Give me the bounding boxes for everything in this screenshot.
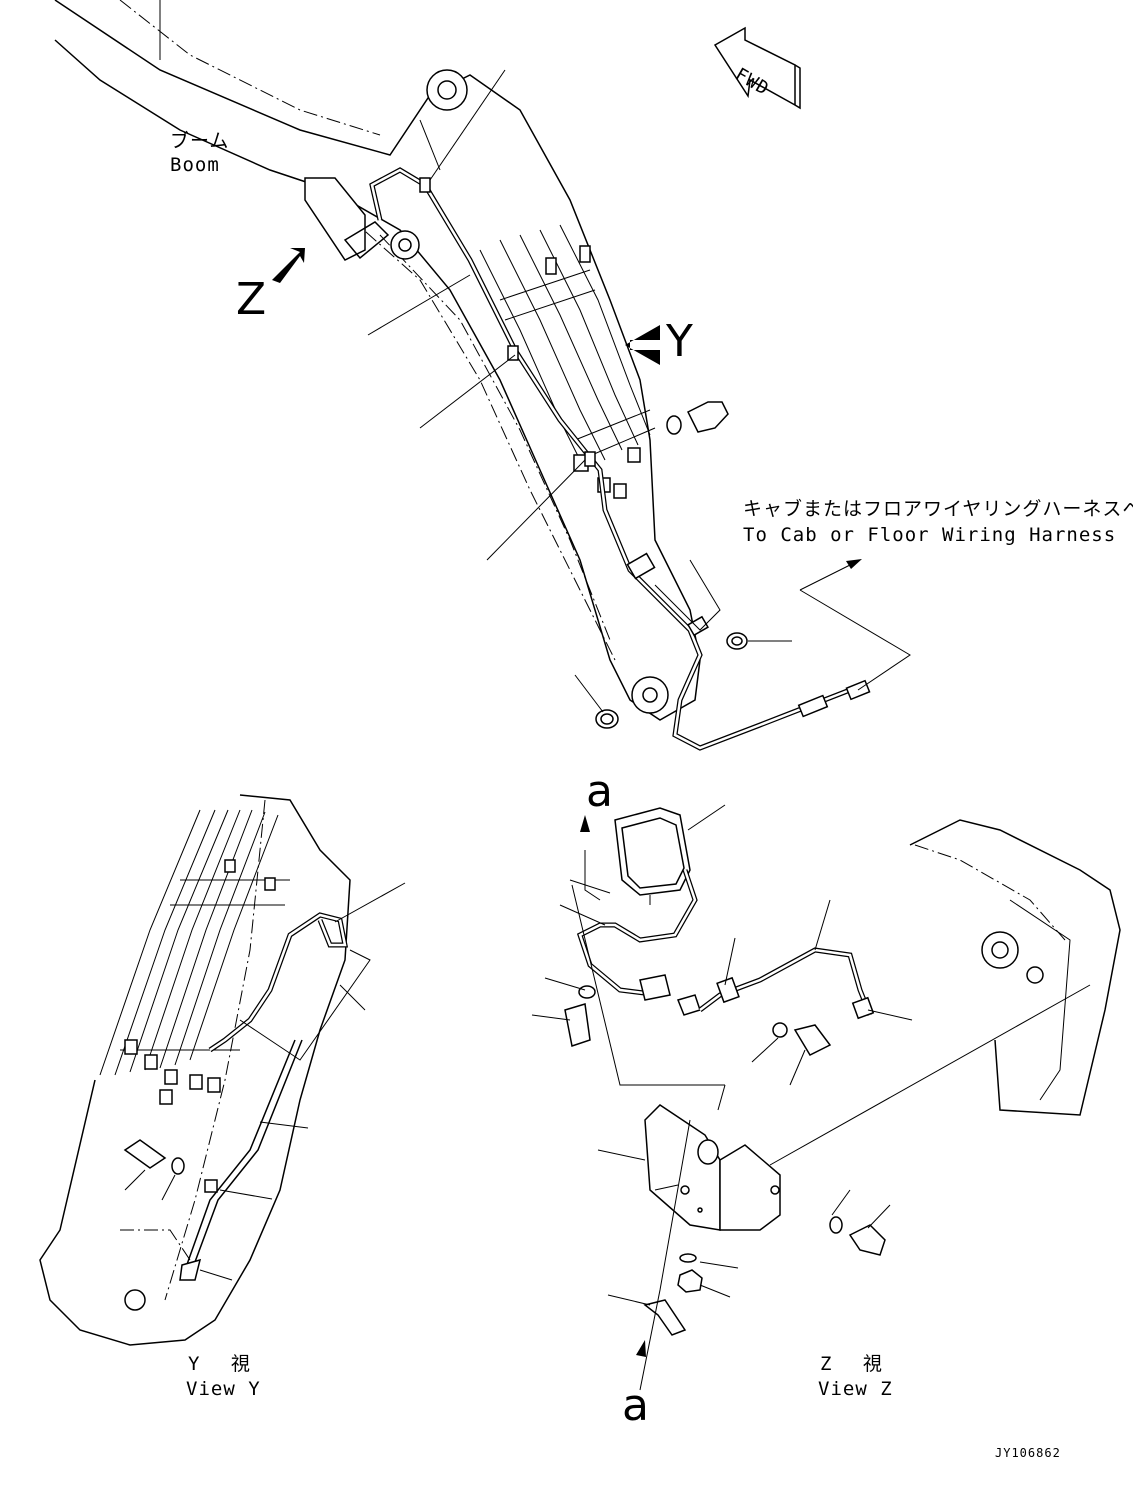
boom-label-jp: ブーム bbox=[170, 130, 230, 152]
work-lamp-icon bbox=[614, 807, 691, 905]
drawing-number: JY106862 bbox=[995, 1446, 1061, 1460]
harness-label-jp: キャブまたはフロアワイヤリングハーネスへ bbox=[743, 498, 1133, 520]
boom-label-en: Boom bbox=[170, 154, 220, 176]
view-z-label-en: View Z bbox=[818, 1378, 893, 1400]
marker-y: Y bbox=[666, 316, 693, 367]
marker-z: Z bbox=[236, 274, 267, 325]
view-y-label-jp: Y 視 bbox=[188, 1353, 251, 1375]
boom-main-view bbox=[54, 0, 911, 751]
view-y-diagram bbox=[39, 794, 406, 1346]
view-z-diagram bbox=[531, 804, 1121, 1391]
marker-a-bottom: a bbox=[622, 1380, 649, 1431]
view-y-label-en: View Y bbox=[186, 1378, 261, 1400]
fwd-arrow-icon bbox=[713, 26, 801, 110]
marker-a-top: a bbox=[586, 766, 613, 817]
harness-label-en: To Cab or Floor Wiring Harness bbox=[743, 524, 1117, 546]
view-z-label-jp: Z 視 bbox=[820, 1353, 883, 1375]
lamp-bracket bbox=[644, 1104, 781, 1231]
